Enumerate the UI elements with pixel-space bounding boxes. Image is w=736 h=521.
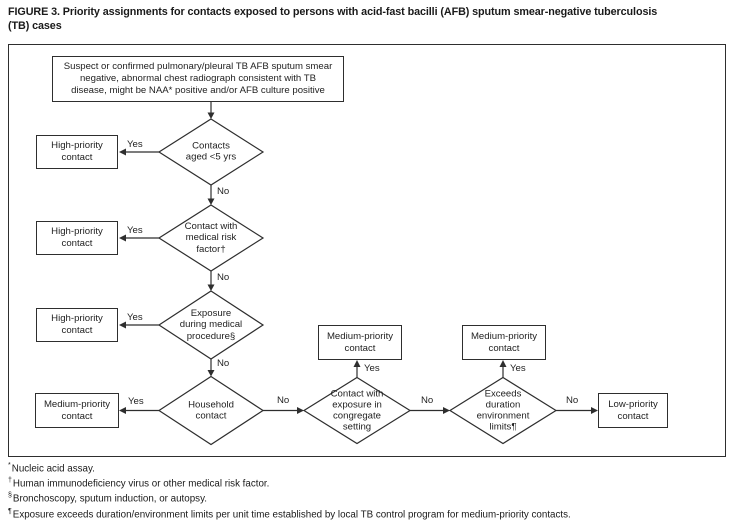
decision-diamond-duration-limits	[448, 376, 558, 445]
footnotes: *Nucleic acid assay. †Human immunodefici…	[8, 461, 734, 521]
footnote-text: Human immunodeficiency virus or other me…	[12, 478, 270, 490]
start-box: Suspect or confirmed pulmonary/pleural T…	[52, 56, 344, 102]
edge-label-yes-1: Yes	[127, 139, 143, 150]
decision-label-congregate: Contact with exposure in congregate sett…	[330, 387, 384, 433]
footnote-marker: §	[8, 492, 12, 500]
figure-title: FIGURE 3. Priority assignments for conta…	[8, 6, 658, 33]
decision-diamond-household	[157, 375, 265, 446]
edge-label-no-3: No	[217, 358, 230, 369]
outcome-medium-priority-mid: Medium-priority contact	[318, 325, 402, 360]
arrow-start-to-aged	[207, 102, 215, 119]
decision-label-duration-limits: Exceeds duration environment limits¶	[476, 387, 530, 433]
arrow-congregate-yes-to-medium-mid	[353, 360, 361, 378]
arrow-medical-risk-no-to-procedure	[207, 271, 215, 291]
arrow-medical-risk-yes-to-high2	[119, 234, 159, 242]
footnote-text: Nucleic acid assay.	[11, 463, 95, 475]
footnote-asterisk: *Nucleic acid assay.	[8, 461, 734, 476]
outcome-medium-priority-right: Medium-priority contact	[462, 325, 546, 360]
footnote-marker: *	[8, 462, 11, 469]
arrow-household-no-to-congregate	[263, 407, 304, 414]
footnote-text: Exposure exceeds duration/environment li…	[12, 508, 571, 520]
edge-label-yes-3: Yes	[127, 312, 143, 323]
arrow-aged-yes-to-high1	[119, 148, 159, 156]
arrow-procedure-no-to-household	[207, 359, 215, 377]
decision-label-household: Household contact	[188, 399, 234, 422]
decision-diamond-congregate	[302, 376, 412, 445]
edge-label-no-2: No	[217, 272, 230, 283]
outcome-low-priority: Low-priority contact	[598, 393, 668, 428]
edge-label-yes-5: Yes	[364, 363, 380, 374]
outcome-high-priority-1: High-priority contact	[36, 135, 118, 169]
arrow-household-yes-to-medium-left	[119, 407, 159, 414]
decision-label-aged-under-5: Contacts aged <5 yrs	[185, 140, 237, 163]
decision-label-medical-risk: Contact with medical risk factor†	[184, 221, 238, 255]
edge-label-no-5: No	[421, 395, 434, 406]
footnote-dagger: †Human immunodeficiency virus or other m…	[8, 476, 734, 491]
arrow-procedure-yes-to-high3	[119, 321, 159, 329]
outcome-medium-priority-left: Medium-priority contact	[35, 393, 119, 428]
edge-label-yes-4: Yes	[128, 396, 144, 407]
edge-label-no-1: No	[217, 186, 230, 197]
arrow-congregate-no-to-duration	[410, 407, 450, 414]
arrow-duration-no-to-low	[556, 407, 598, 414]
footnote-marker: †	[8, 477, 12, 485]
arrow-aged-no-to-medical-risk	[207, 185, 215, 205]
edge-label-yes-6: Yes	[510, 363, 526, 374]
footnote-marker: ¶	[8, 507, 12, 515]
edge-label-no-4: No	[277, 395, 290, 406]
edge-label-yes-2: Yes	[127, 225, 143, 236]
footnote-section: §Bronchoscopy, sputum induction, or auto…	[8, 491, 734, 506]
footnote-text: Bronchoscopy, sputum induction, or autop…	[12, 493, 207, 505]
outcome-high-priority-3: High-priority contact	[36, 308, 118, 342]
decision-label-medical-procedure: Exposure during medical procedure§	[179, 308, 243, 342]
footnote-pilcrow: ¶Exposure exceeds duration/environment l…	[8, 507, 734, 521]
outcome-high-priority-2: High-priority contact	[36, 221, 118, 255]
edge-label-no-6: No	[566, 395, 579, 406]
arrow-duration-yes-to-medium-right	[499, 360, 507, 378]
